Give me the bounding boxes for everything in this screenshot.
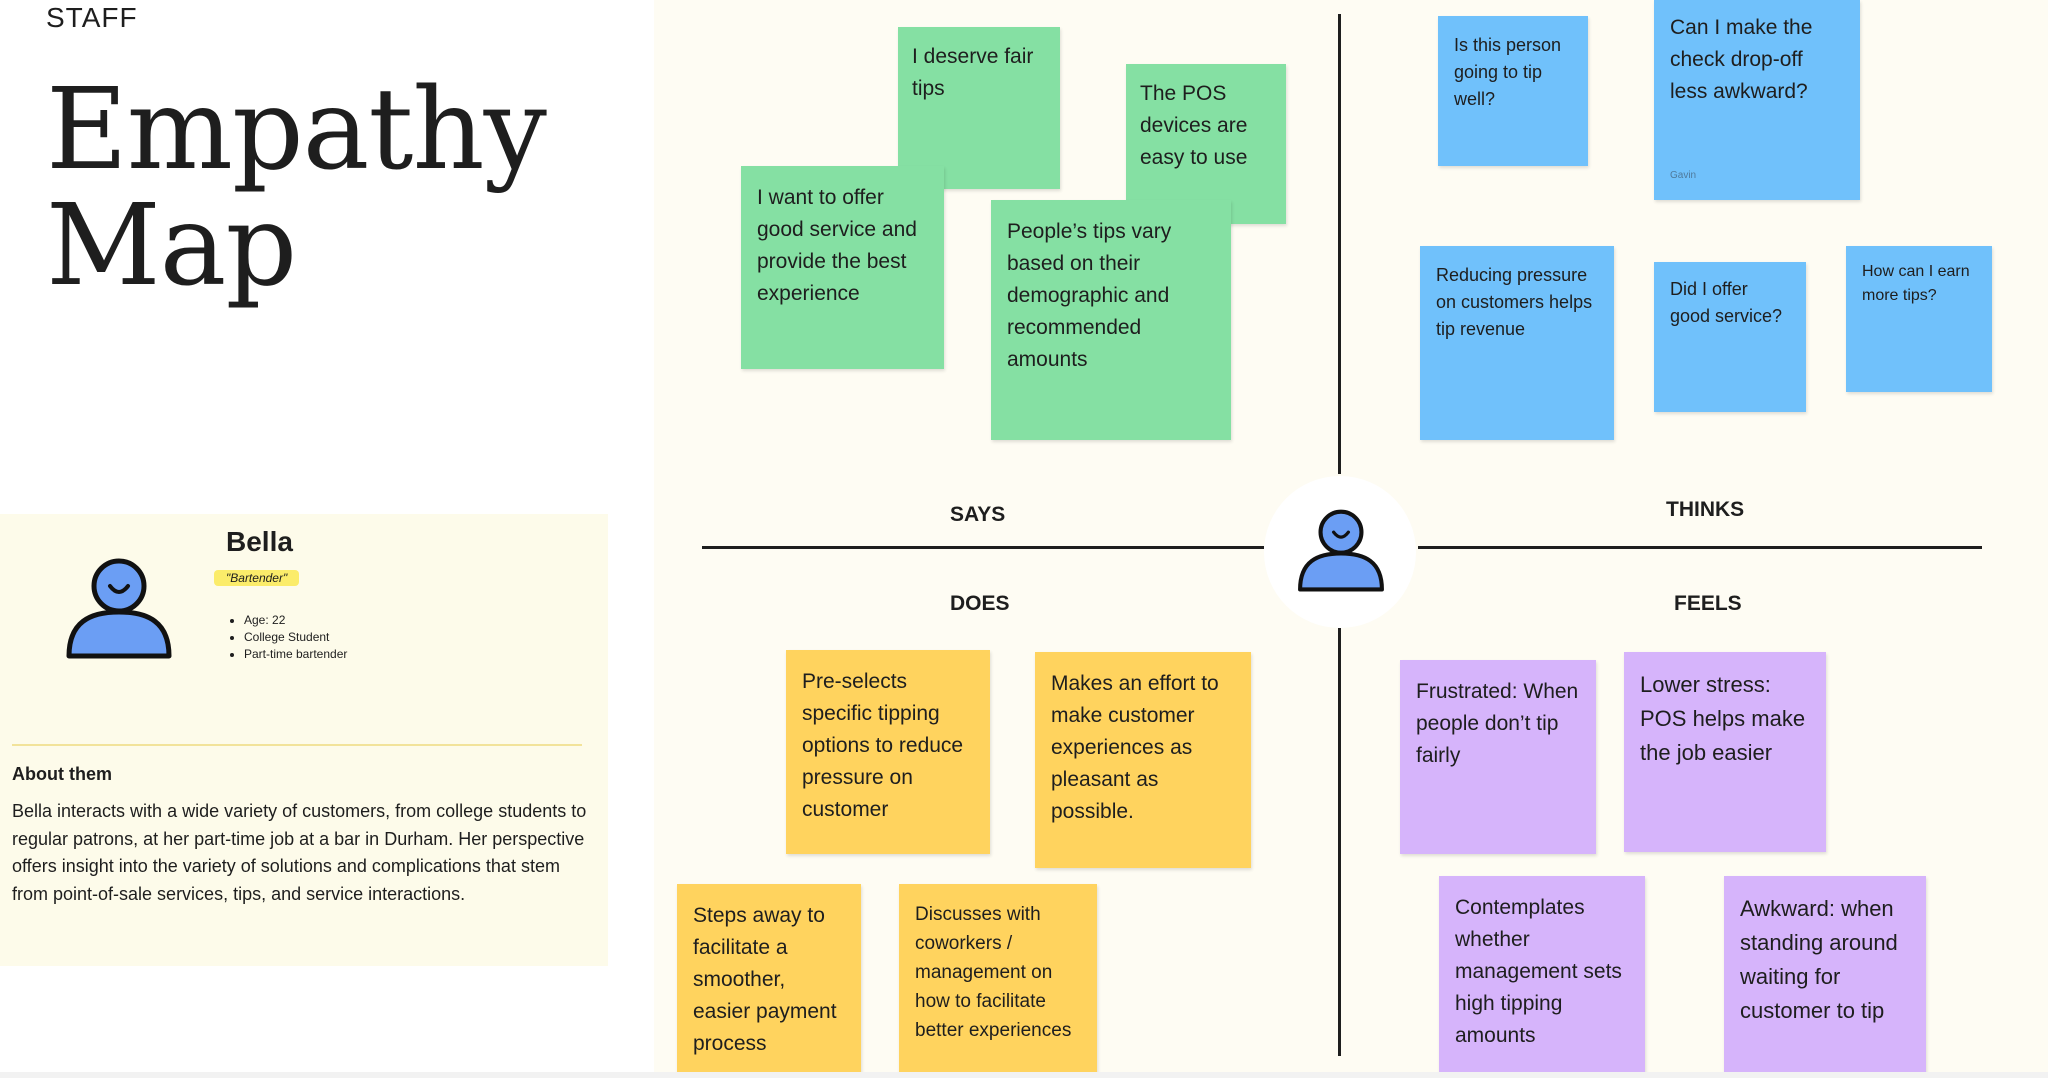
feels-sticky-note[interactable]: Lower stress: POS helps make the job eas… [1624,652,1826,852]
title-line-2: Map [46,181,297,311]
quadrant-label-says: SAYS [950,503,1006,526]
persona-role-tag: "Bartender" [214,570,300,586]
thinks-sticky-note[interactable]: Is this person going to tip well? [1438,16,1588,166]
bottom-edge [0,1072,2048,1078]
persona-fact: Age: 22 [244,612,347,629]
says-sticky-note[interactable]: I deserve fair tips [898,27,1060,189]
thinks-sticky-note[interactable]: Did I offer good service? [1654,262,1806,412]
persona-fact: Part-time bartender [244,646,347,663]
about-heading: About them [12,764,112,784]
does-sticky-note[interactable]: Steps away to facilitate a smoother, eas… [677,884,861,1074]
vertical-axis-top [1338,14,1341,474]
persona-facts-list: Age: 22 College Student Part-time barten… [232,612,347,663]
title-line-1: Empathy [46,65,547,195]
about-text: Bella interacts with a wide variety of c… [12,801,587,904]
does-sticky-note[interactable]: Makes an effort to make customer experie… [1035,652,1251,868]
sticky-author: Gavin [1670,170,1697,181]
does-sticky-note[interactable]: Pre-selects specific tipping options to … [786,650,990,854]
persona-name: Bella [226,526,293,557]
quadrant-label-feels: FEELS [1674,592,1742,615]
says-sticky-note[interactable]: People’s tips vary based on their demogr… [991,200,1231,440]
thinks-sticky-text: Can I make the check drop-off less awkwa… [1670,16,1813,103]
feels-sticky-note[interactable]: Frustrated: When people don’t tip fairly [1400,660,1596,854]
vertical-axis-bottom [1338,628,1341,1056]
person-avatar-icon [66,558,172,659]
feels-sticky-note[interactable]: Awkward: when standing around waiting fo… [1724,876,1926,1078]
does-sticky-note[interactable]: Discusses with coworkers / management on… [899,884,1097,1078]
quadrant-label-does: DOES [950,592,1010,615]
horizontal-axis-right [1418,546,1982,549]
persona-fact: College Student [244,629,347,646]
feels-sticky-note[interactable]: Contemplates whether management sets hig… [1439,876,1645,1078]
says-sticky-note[interactable]: The POS devices are easy to use [1126,64,1286,224]
quadrant-label-thinks: THINKS [1666,498,1745,521]
horizontal-axis-left [702,546,1264,549]
thinks-sticky-note[interactable]: Reducing pressure on customers helps tip… [1420,246,1614,440]
person-avatar-icon [1298,509,1384,592]
page-title: Empathy Map [46,65,547,311]
divider [12,744,582,746]
thinks-sticky-note[interactable]: Can I make the check drop-off less awkwa… [1654,0,1860,200]
section-label: STAFF [46,2,138,33]
says-sticky-note[interactable]: I want to offer good service and provide… [741,166,944,369]
thinks-sticky-note[interactable]: How can I earn more tips? [1846,246,1992,392]
